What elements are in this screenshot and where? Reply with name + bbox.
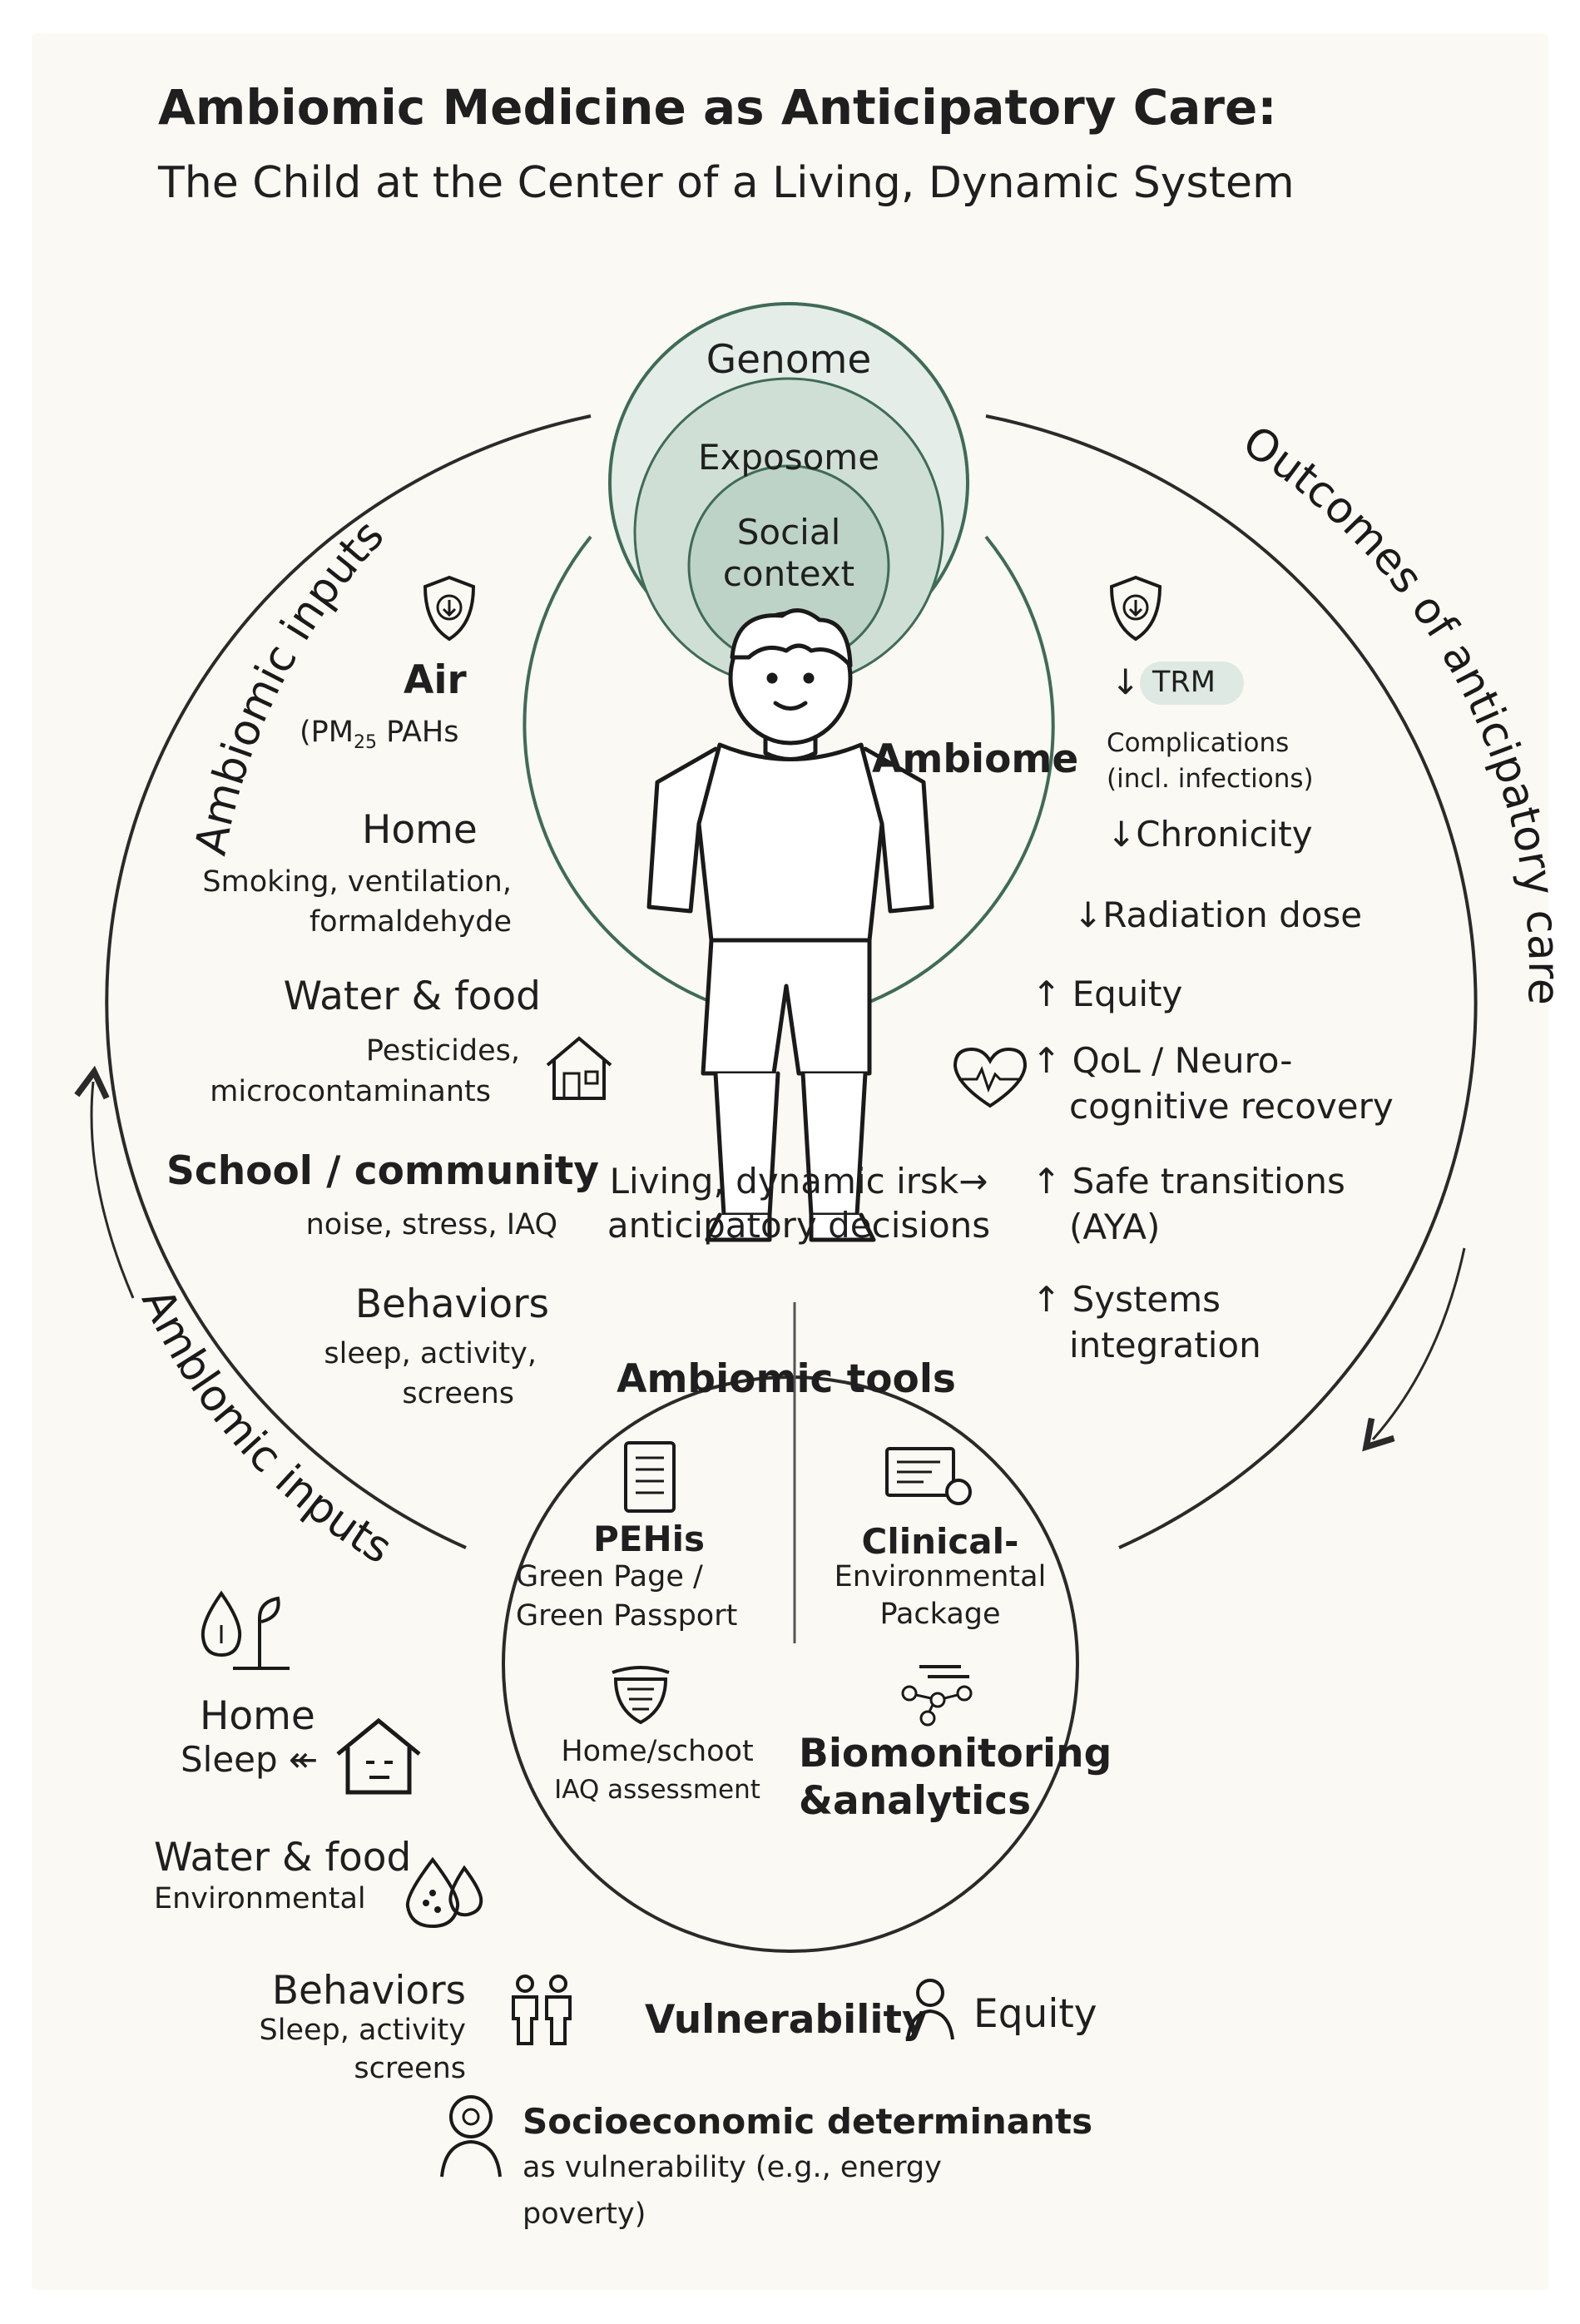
pehis-detail-2: Green Passport [516,1599,738,1633]
person-icon [903,1976,958,2046]
home-title: Home [362,807,478,853]
pehis-detail-1: Green Page / [516,1560,703,1593]
bottom-behaviors-2: screens [354,2052,466,2085]
ambiome-arc-right [856,535,1055,1008]
center-text-1: Living, dynamic irsk→ [609,1161,988,1202]
shield-down-icon [420,574,478,646]
tools-circle [502,1375,1079,1953]
person-badge-icon [437,2089,505,2183]
bottom-home-title: Home [200,1693,315,1739]
genome-label: Genome [706,337,872,383]
socio-detail-2: poverty) [523,2198,646,2231]
behaviors-detail-2: screens [402,1377,514,1410]
exposome-label: Exposome [697,437,880,478]
pehis-title: PEHis [592,1519,706,1559]
socio-title: Socioeconomic determinants [523,2101,1093,2142]
outcome-systems-2: integration [1069,1325,1261,1365]
clinical-title-3: Package [879,1598,1001,1631]
tools-title: Ambiomic tools [617,1356,956,1402]
outcome-transitions-1: ↑ Safe transitions [1032,1161,1345,1202]
air-quality-icon [607,1664,674,1730]
outcome-chronicity: ↓Chronicity [1107,814,1313,855]
social-context-label-2: context [722,553,855,594]
water-food-title: Water & food [283,974,541,1019]
home-detail-1: Smoking, ventilation, [202,865,512,899]
behaviors-title: Behaviors [354,1281,549,1327]
shield-down-icon-outcomes [1107,574,1165,646]
home-detail-2: formaldehyde [309,905,512,939]
flow-arrow-right [1373,1247,1466,1439]
water-food-detail-2: microcontaminants [210,1075,491,1108]
biomonitoring-1: Biomonitoring [799,1731,1112,1776]
clinical-title-1: Clinical- [861,1521,1019,1562]
network-analytics-icon [894,1660,978,1730]
ambiome-label: Ambiome [872,736,1079,782]
biomonitoring-2: &analytics [799,1778,1032,1824]
people-icon [503,1972,580,2050]
outcome-transitions-2: (AYA) [1069,1207,1161,1247]
outcome-equity: ↑ Equity [1032,974,1183,1014]
outcome-qol-2: cognitive recovery [1069,1086,1394,1127]
trm-badge [1140,662,1244,705]
school-community-detail: noise, stress, IAQ [305,1208,557,1241]
bottom-water-title: Water & food [154,1835,412,1881]
outer-ring-right [985,414,1478,1549]
document-icon [622,1439,677,1518]
water-food-detail-1: Pesticides, [365,1034,520,1068]
outer-ring-left [105,414,592,1549]
bottom-water-detail: Environmental [154,1882,366,1915]
page-title: Ambiomic Medicine as Anticipatory Care: [158,79,1277,136]
air-title: Air [404,657,467,703]
trm-label: TRM [1152,666,1216,699]
outcome-qol-1: ↑ QoL / Neuro- [1032,1040,1293,1081]
outcome-radiation: ↓Radiation dose [1073,894,1363,935]
complications-2: (incl. infections) [1107,764,1314,794]
outcome-systems-1: ↑ Systems [1032,1279,1221,1320]
socio-detail-1: as vulnerability (e.g., energy [523,2151,942,2184]
water-drop-sprout-icon [191,1585,300,1680]
child-figure [646,608,934,1242]
homeschool-2: IAQ assessment [554,1775,760,1805]
clinical-report-icon [882,1444,973,1514]
air-detail: (PM25 PAHs [300,716,459,753]
clinical-title-2: Environmental [834,1560,1047,1593]
bottom-sleep: Sleep ↞ [181,1739,319,1780]
center-text-2: anticipatory decisions [607,1205,991,1246]
trm-arrow: ↓ [1111,662,1141,702]
house-icon [541,1032,617,1107]
homeschool-1: Home/schoot [561,1735,754,1768]
equity-label: Equity [973,1991,1097,2037]
bottom-behaviors-title: Behaviors [271,1968,466,2014]
school-community-title: School / community [166,1148,599,1194]
social-context-label-1: Social [736,512,841,553]
home-face-icon [333,1714,424,1801]
ambiome-arc-left [523,535,725,1008]
page-subtitle: The Child at the Center of a Living, Dyn… [158,158,1295,208]
complications-1: Complications [1107,728,1290,758]
vulnerability-label: Vulnerability [645,1997,928,2043]
water-drops-icon [399,1851,491,1934]
bottom-behaviors-1: Sleep, activity [259,2014,467,2047]
flow-arrow-left [92,1082,135,1299]
heart-pulse-icon [948,1044,1032,1114]
behaviors-detail-1: sleep, activity, [324,1337,537,1370]
